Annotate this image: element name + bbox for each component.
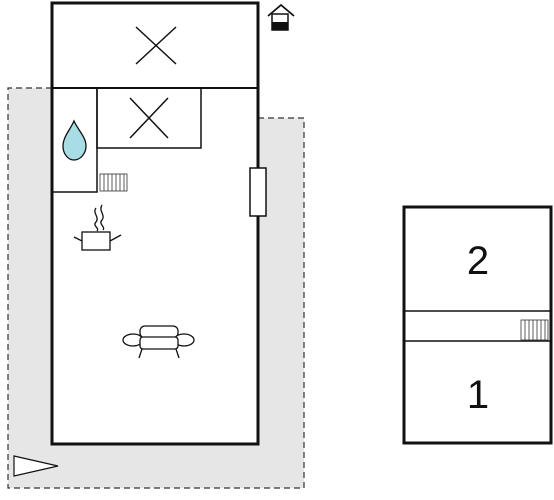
room-top-cross bbox=[135, 26, 177, 65]
terrace-area bbox=[7, 87, 305, 489]
sofa-icon bbox=[122, 325, 195, 359]
room-number-1: 1 bbox=[467, 373, 489, 417]
ground-floor-outline bbox=[50, 1, 260, 446]
radiator-icon-upper bbox=[520, 319, 549, 341]
room-middle-cross bbox=[129, 97, 169, 139]
cooking-pot-icon bbox=[73, 204, 122, 251]
radiator-icon bbox=[99, 173, 128, 192]
house-entrance-icon bbox=[267, 3, 295, 31]
triangle-pointer-icon bbox=[13, 455, 59, 477]
door bbox=[249, 167, 267, 217]
water-drop-icon bbox=[62, 119, 87, 161]
room-middle bbox=[96, 87, 202, 149]
room-number-2: 2 bbox=[467, 239, 489, 283]
